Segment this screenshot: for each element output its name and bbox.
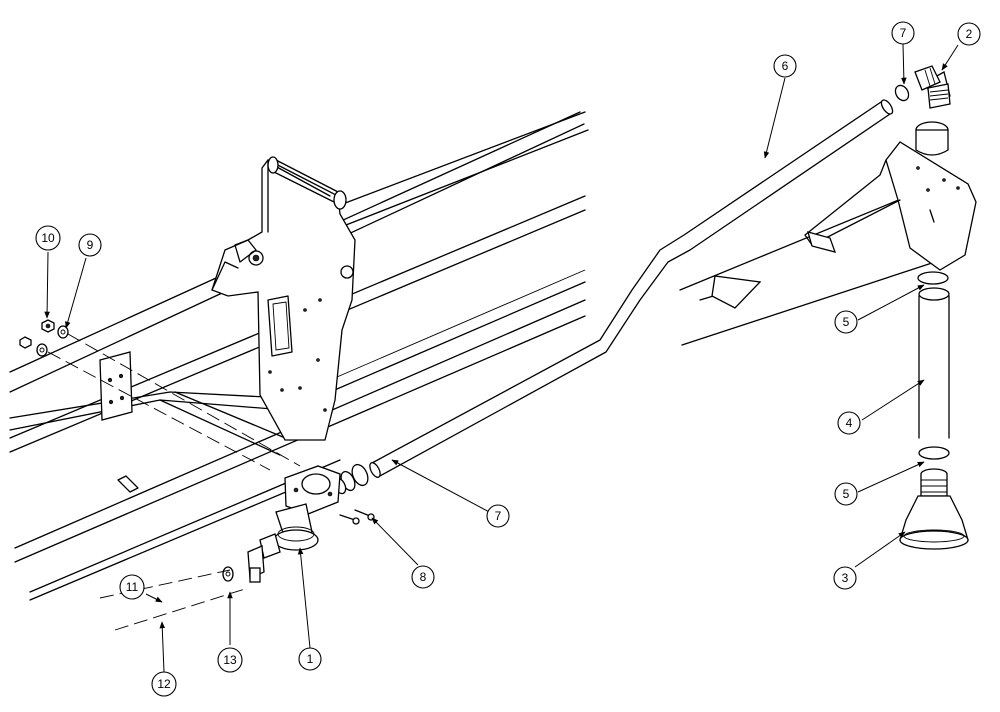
svg-text:3: 3 (842, 571, 849, 585)
callout-4: 4 (837, 411, 861, 435)
drop-pipe (917, 271, 950, 497)
svg-text:8: 8 (420, 570, 427, 584)
callout-13: 13 (217, 647, 243, 673)
foot-valve (899, 495, 969, 550)
callout-5-upper: 5 (834, 310, 858, 334)
svg-text:7: 7 (495, 509, 502, 523)
svg-text:6: 6 (782, 59, 789, 73)
svg-text:5: 5 (843, 315, 850, 329)
callout-3: 3 (833, 566, 857, 590)
svg-text:12: 12 (157, 677, 171, 691)
svg-text:1: 1 (307, 652, 314, 666)
svg-text:4: 4 (846, 416, 853, 430)
callout-10: 10 (35, 225, 61, 251)
callout-6: 6 (773, 54, 797, 78)
mast-bracket (211, 156, 356, 441)
nuts-washers (19, 319, 301, 471)
valve-assembly (99, 465, 375, 631)
svg-text:11: 11 (126, 580, 139, 594)
leader-lines (44, 43, 959, 673)
tank-mount (679, 65, 977, 346)
svg-text:7: 7 (900, 26, 907, 40)
mount-plate (99, 351, 133, 421)
callout-8: 8 (411, 565, 435, 589)
callout-5-lower: 5 (834, 482, 858, 506)
svg-text:5: 5 (843, 487, 850, 501)
svg-text:13: 13 (223, 653, 237, 667)
pipe-couplings (333, 463, 369, 495)
callout-9: 9 (78, 233, 102, 257)
svg-text:10: 10 (41, 231, 55, 245)
callout-1: 1 (298, 647, 322, 671)
svg-text:2: 2 (966, 27, 973, 41)
callout-7-lower: 7 (486, 504, 510, 528)
callout-11: 11 (119, 574, 145, 600)
svg-text:9: 9 (87, 238, 94, 252)
long-pipe (369, 99, 894, 478)
callout-12: 12 (151, 671, 177, 697)
callout-7-upper: 7 (891, 21, 915, 45)
callout-2: 2 (957, 22, 981, 46)
